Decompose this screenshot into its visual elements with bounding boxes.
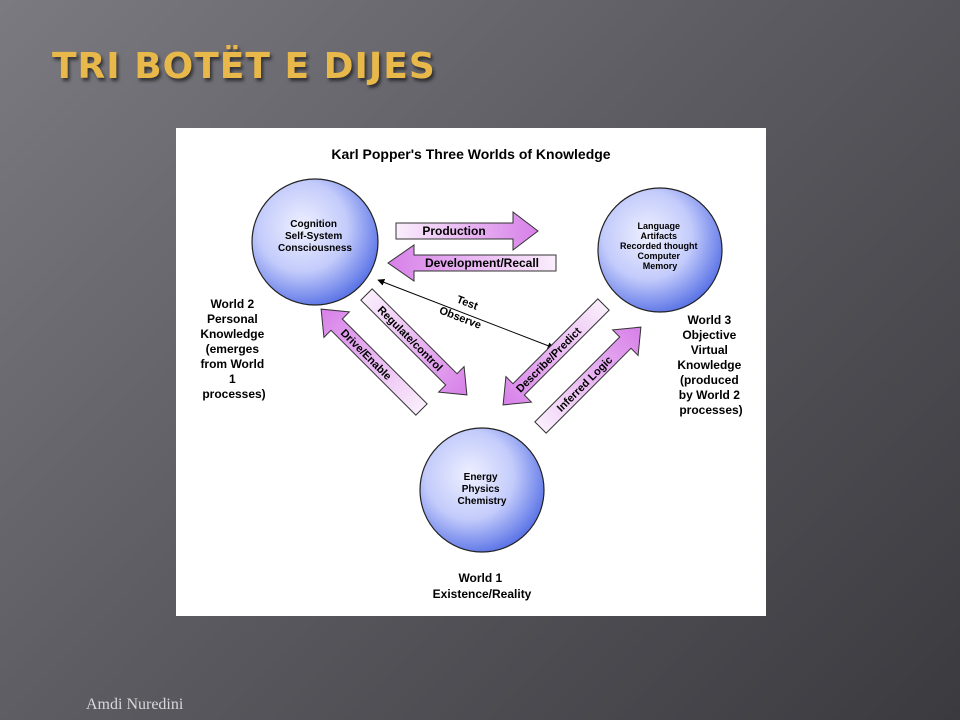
describe-predict-arrow: Describe/Predict [502,298,610,406]
world3-circle-line: Artifacts [640,231,677,241]
world3-circle-line: Language [637,221,680,231]
world1-circle [419,427,545,553]
world2-label-line: from World [200,357,264,371]
development-recall-arrow: Development/Recall [387,244,557,282]
world3-label-line: Virtual [691,343,728,357]
world2-label-line: Knowledge [200,327,264,341]
world1-label-line: World 1 [458,571,502,585]
world3-label-line: processes) [679,403,742,417]
popper-diagram: Karl Popper's Three Worlds of Knowledge … [176,128,766,616]
world1-circle-line: Physics [462,484,500,495]
world3-circle-line: Recorded thought [620,241,698,251]
world3-circle [597,187,723,313]
slide-footer-author: Amdi Nuredini [86,696,184,713]
world2-label: World 2 Personal Knowledge (emerges from… [200,297,267,401]
world1-circle-line: Energy [464,472,498,483]
world2-label-line: processes) [202,387,265,401]
world1-circle-line: Chemistry [458,496,507,507]
world2-circle-line: Self-System [285,231,342,242]
world2-label-line: (emerges [206,342,260,356]
test-label: Test [455,294,480,313]
world1-label-line: Existence/Reality [433,587,532,601]
world3-label-line: World 3 [687,313,731,327]
world2-label-line: Personal [207,312,258,326]
world3-circle-text: Language Artifacts Recorded thought Comp… [620,221,700,271]
world3-circle-line: Computer [637,251,680,261]
world3-circle-line: Memory [643,261,678,271]
diagram-heading: Karl Popper's Three Worlds of Knowledge [331,146,610,162]
world3-label-line: Objective [682,328,736,342]
world3-label-line: Knowledge [677,358,741,372]
world1-label: World 1 Existence/Reality [433,571,532,601]
inferred-logic-arrow: Inferred Logic [534,326,642,434]
production-arrow-label: Production [422,224,485,238]
world2-circle-line: Consciousness [278,243,352,254]
world3-label: World 3 Objective Virtual Knowledge (pro… [677,313,744,417]
world3-label-line: (produced [680,373,739,387]
world3-label-line: by World 2 [679,388,740,402]
production-arrow: Production [395,210,539,252]
drive-enable-arrow-label: Drive/Enable [338,327,394,383]
drive-enable-arrow: Drive/Enable [320,308,428,416]
world2-circle-text: Cognition Self-System Consciousness [278,219,352,254]
world2-label-line: 1 [229,372,236,386]
inferred-logic-arrow-label: Inferred Logic [555,354,615,414]
world2-label-line: World 2 [210,297,254,311]
world2-circle-line: Cognition [290,219,337,230]
slide-title: TRI BOTËT E DIJES [52,46,436,87]
development-recall-arrow-label: Development/Recall [425,256,539,270]
world2-circle [251,178,379,306]
world1-circle-text: Energy Physics Chemistry [458,472,507,507]
